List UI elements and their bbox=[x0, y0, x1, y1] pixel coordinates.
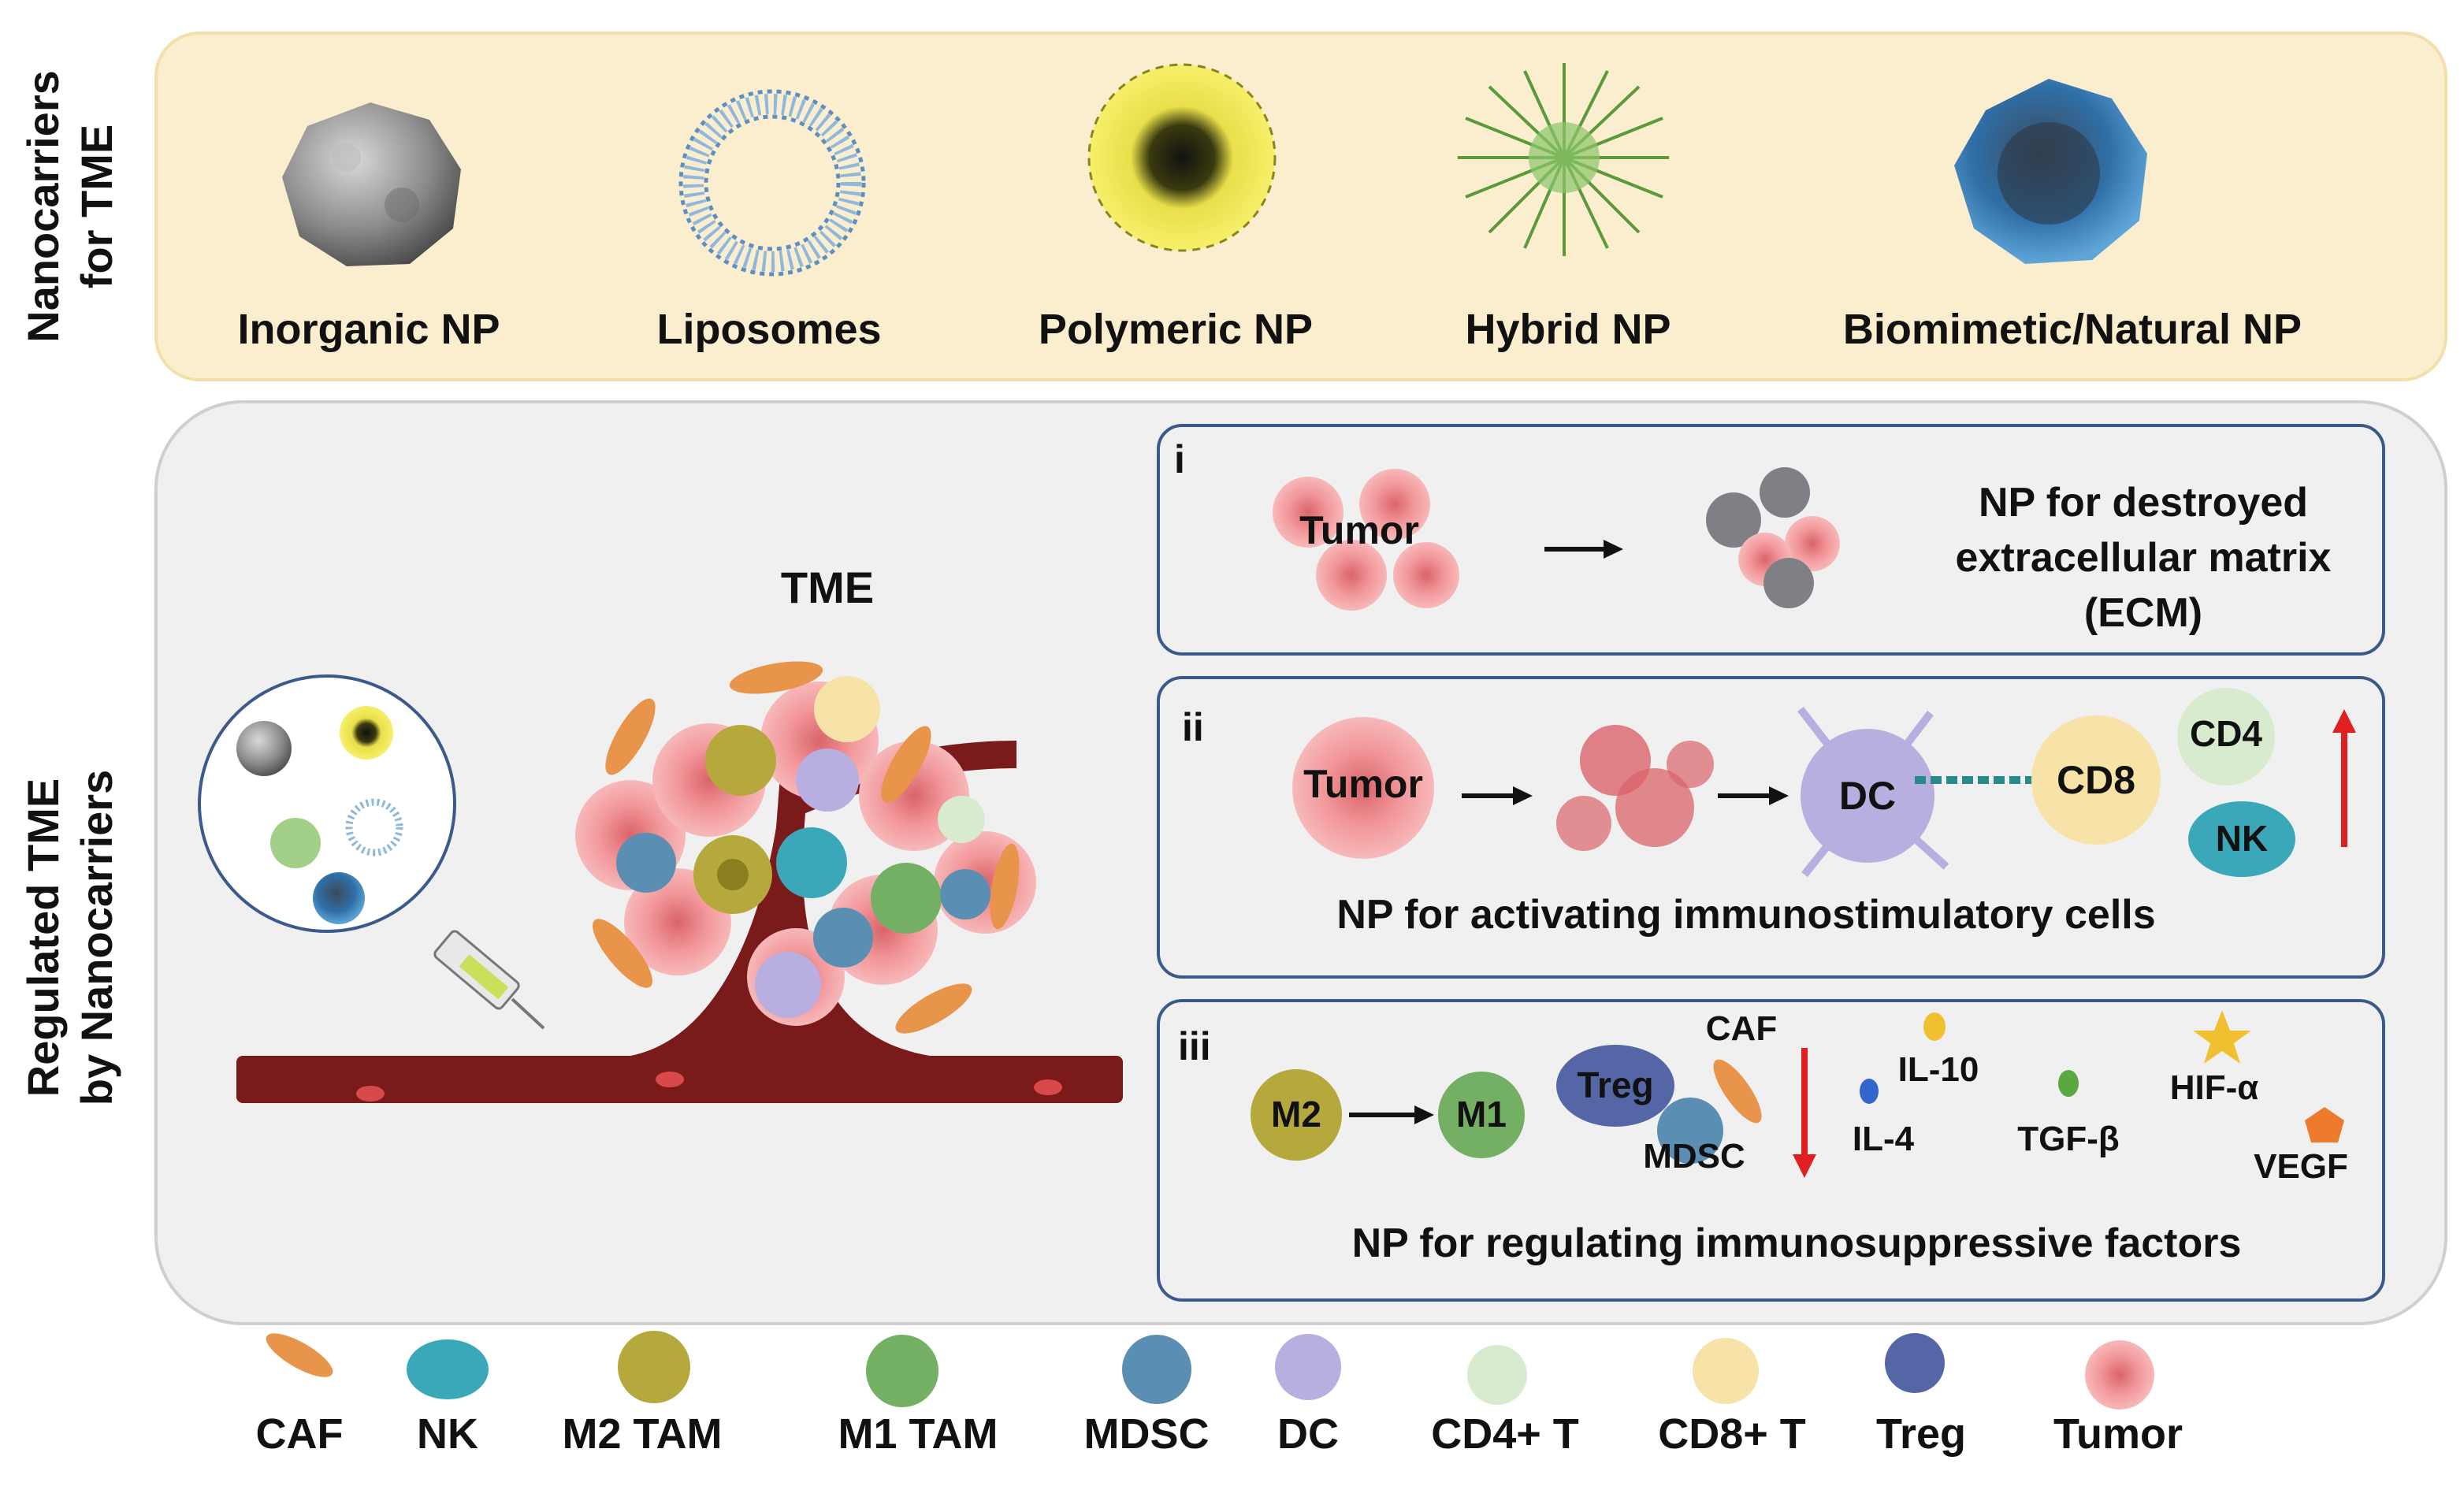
biomimetic-np-icon bbox=[1954, 79, 2147, 264]
box-ii-caption: NP for activating immunostimulatory cell… bbox=[1336, 892, 2155, 938]
m1-cell bbox=[1438, 1072, 1525, 1158]
legend-nk-label: NK bbox=[417, 1410, 478, 1458]
box-ii-tumor-cell bbox=[1292, 717, 1434, 859]
legend-mdsc-icon bbox=[1122, 1335, 1191, 1404]
arrow-icon bbox=[1604, 540, 1623, 559]
box-ii-roman: ii bbox=[1182, 705, 1204, 749]
hybrid-np-label: Hybrid NP bbox=[1465, 306, 1671, 353]
legend-dc-icon bbox=[1275, 1334, 1341, 1400]
box-iii-vegf-label: VEGF bbox=[2254, 1147, 2348, 1186]
increase-arrowhead-icon bbox=[2332, 709, 2356, 733]
il4-marker bbox=[1860, 1079, 1879, 1104]
legend: CAF NK M2 TAM M1 TAM MDSC DC CD4+ T CD8+… bbox=[256, 1331, 2183, 1458]
treg-cell bbox=[1556, 1045, 1674, 1127]
polymeric-np-icon bbox=[1087, 63, 1277, 252]
box-iii-il10-label: IL-10 bbox=[1898, 1050, 1979, 1089]
nanocarriers-panel: Nanocarriers for TME Inorganic NP Liposo… bbox=[18, 32, 2447, 381]
box-i: i Tumor NP for destroyed extracellular m… bbox=[1157, 424, 2385, 656]
m2-cell bbox=[1251, 1069, 1342, 1161]
decrease-arrowhead-icon bbox=[1793, 1154, 1816, 1178]
box-i-title-2: extracellular matrix bbox=[1956, 535, 2332, 581]
liposome-icon bbox=[678, 89, 866, 277]
box-iii-mdsc-label: MDSC bbox=[1643, 1137, 1745, 1176]
legend-mdsc-label: MDSC bbox=[1084, 1410, 1210, 1458]
dc-cell bbox=[1797, 706, 1949, 878]
box-i-roman: i bbox=[1174, 437, 1185, 481]
nk-cell bbox=[2188, 801, 2295, 877]
box-iii-treg-label: Treg bbox=[1577, 1064, 1653, 1105]
polymeric-np-label: Polymeric NP bbox=[1039, 306, 1313, 353]
box-iii-m1-label: M1 bbox=[1456, 1094, 1507, 1135]
box-ii-cd8-label: CD8 bbox=[2057, 758, 2135, 802]
lysed-tumor-cell bbox=[1556, 725, 1714, 851]
nanocarriers-side-label-2: for TME bbox=[72, 124, 121, 288]
cd4-cell bbox=[2177, 688, 2275, 786]
box-iii-caf-label: CAF bbox=[1706, 1009, 1777, 1048]
regulated-side-label-1: Regulated TME bbox=[18, 778, 68, 1097]
box-ii: ii Tumor DC CD8 bbox=[1157, 676, 2385, 979]
box-ii-dc-label: DC bbox=[1839, 774, 1896, 818]
nanocarriers-side-label-1: Nanocarriers bbox=[18, 70, 68, 343]
box-i-title-1: NP for destroyed bbox=[1979, 480, 2308, 526]
box-iii-roman: iii bbox=[1178, 1024, 1211, 1068]
legend-m2-tam-icon bbox=[618, 1331, 690, 1403]
nanoparticle-inset bbox=[198, 674, 456, 933]
legend-treg-label: Treg bbox=[1876, 1410, 1966, 1458]
arrow-icon bbox=[1513, 786, 1533, 805]
ecm-tumor-cluster bbox=[1273, 469, 1459, 611]
legend-nk-icon bbox=[407, 1339, 489, 1399]
legend-tumor-label: Tumor bbox=[2053, 1410, 2183, 1458]
legend-cd8-label: CD8+ T bbox=[1658, 1410, 1806, 1458]
box-i-title-3: (ECM) bbox=[2084, 590, 2202, 636]
tgfb-marker bbox=[2058, 1070, 2079, 1097]
syringe-icon bbox=[433, 930, 545, 1030]
legend-m1-tam-icon bbox=[866, 1335, 938, 1407]
box-ii-nk-label: NK bbox=[2216, 818, 2268, 859]
regulated-tme-panel: Regulated TME by Nanocarriers TME bbox=[18, 400, 2447, 1325]
legend-caf-icon bbox=[266, 1333, 333, 1377]
legend-m1-tam-label: M1 TAM bbox=[838, 1410, 998, 1458]
arrow-icon bbox=[1414, 1105, 1434, 1124]
tme-label: TME bbox=[781, 563, 874, 612]
legend-cd4-icon bbox=[1467, 1345, 1527, 1405]
legend-tumor-icon bbox=[2085, 1340, 2154, 1410]
box-iii: iii M2 M1 Treg MDSC CAF IL-10 IL-4 TGF-β… bbox=[1157, 999, 2385, 1302]
tumor-mass bbox=[575, 661, 1036, 1034]
legend-dc-label: DC bbox=[1277, 1410, 1339, 1458]
arrow-icon bbox=[1769, 786, 1789, 805]
cd8-cell bbox=[2031, 715, 2161, 845]
biomimetic-np-label: Biomimetic/Natural NP bbox=[1843, 306, 2302, 353]
inorganic-np-label: Inorganic NP bbox=[237, 306, 500, 353]
box-iii-caption: NP for regulating immunosuppressive fact… bbox=[1352, 1220, 2242, 1266]
box-iii-il4-label: IL-4 bbox=[1853, 1120, 1915, 1158]
box-ii-tumor-label: Tumor bbox=[1303, 762, 1423, 806]
hif-star-icon bbox=[2193, 1010, 2251, 1064]
mdsc-cell bbox=[1657, 1098, 1723, 1164]
caf-cell bbox=[1713, 1059, 1762, 1124]
destroyed-ecm-cluster bbox=[1706, 467, 1840, 608]
regulated-side-label-2: by Nanocarriers bbox=[72, 770, 121, 1105]
inorganic-np-icon bbox=[282, 102, 461, 266]
legend-cd8-icon bbox=[1693, 1338, 1759, 1404]
legend-m2-tam-label: M2 TAM bbox=[563, 1410, 723, 1458]
box-i-tumor-label: Tumor bbox=[1299, 508, 1419, 552]
liposomes-label: Liposomes bbox=[656, 306, 881, 353]
legend-caf-label: CAF bbox=[256, 1410, 344, 1458]
box-iii-hif-label: HIF-α bbox=[2170, 1068, 2259, 1107]
il10-marker bbox=[1923, 1012, 1946, 1041]
box-iii-tgfb-label: TGF-β bbox=[2017, 1120, 2120, 1158]
legend-treg-icon bbox=[1885, 1333, 1945, 1393]
legend-cd4-label: CD4+ T bbox=[1431, 1410, 1579, 1458]
box-iii-m2-label: M2 bbox=[1271, 1094, 1321, 1135]
box-ii-cd4-label: CD4 bbox=[2190, 713, 2262, 754]
vegf-pentagon-icon bbox=[2305, 1107, 2344, 1142]
hybrid-np-icon bbox=[1458, 63, 1669, 256]
